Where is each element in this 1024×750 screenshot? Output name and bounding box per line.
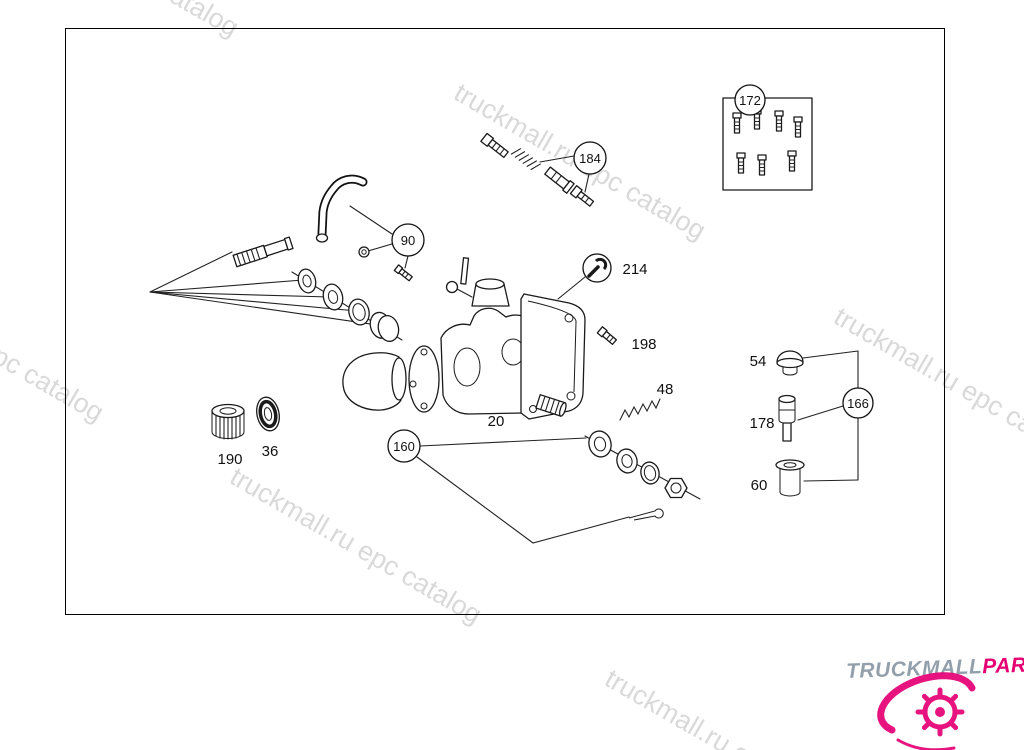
bushing-60 xyxy=(775,459,805,497)
fitting-bolt xyxy=(569,185,595,207)
part-label-36[interactable]: 36 xyxy=(262,443,279,460)
pump-assembly xyxy=(342,257,586,420)
watermark-text: truckmall.ru epc catalog xyxy=(600,663,862,750)
rubber-grommet-54 xyxy=(776,350,804,376)
part-label-48[interactable]: 48 xyxy=(657,381,674,398)
part-label-54[interactable]: 54 xyxy=(750,353,767,370)
washer xyxy=(322,283,344,311)
lock-nut-190 xyxy=(211,403,245,440)
callout-90-label[interactable]: 90 xyxy=(401,233,415,248)
watermark-text: truckmall.ru epc catalog xyxy=(225,461,487,630)
callout-172[interactable]: 172 xyxy=(734,84,766,116)
castle-nut xyxy=(664,477,688,499)
banjo-bolt xyxy=(480,132,509,159)
cotter-pin xyxy=(628,508,664,521)
washer xyxy=(297,268,317,294)
watermark-text: truckmall.ru epc catalog xyxy=(0,0,244,43)
seal-ring xyxy=(348,298,370,326)
valve-plunger-178 xyxy=(778,394,796,442)
part-label-20[interactable]: 20 xyxy=(488,413,505,430)
washer xyxy=(588,430,612,458)
bolt-kit-box xyxy=(722,97,813,191)
callout-166[interactable]: 166 xyxy=(842,387,874,419)
pipe-seal-ring xyxy=(358,246,370,258)
spring-coil xyxy=(510,148,541,171)
callout-184[interactable]: 184 xyxy=(573,141,607,175)
part-label-178[interactable]: 178 xyxy=(749,415,774,432)
diagram-border xyxy=(65,28,945,615)
callout-214-wrench[interactable] xyxy=(582,253,612,283)
grooved-washer-36 xyxy=(256,396,280,432)
wrench-icon xyxy=(587,257,608,278)
part-label-198[interactable]: 198 xyxy=(631,336,656,353)
callout-166-label[interactable]: 166 xyxy=(847,396,869,411)
part-label-60[interactable]: 60 xyxy=(751,477,768,494)
stud-bolt xyxy=(232,236,294,268)
fuel-pipe xyxy=(315,174,368,243)
watermark-text: truckmall.ru epc catalog xyxy=(0,259,109,428)
callout-184-label[interactable]: 184 xyxy=(579,151,601,166)
part-label-214[interactable]: 214 xyxy=(622,261,647,278)
callout-90[interactable]: 90 xyxy=(391,223,425,257)
callout-160[interactable]: 160 xyxy=(387,429,421,463)
seal-ring xyxy=(640,461,660,485)
union-fitting xyxy=(544,166,575,194)
callout-172-label[interactable]: 172 xyxy=(739,93,761,108)
washer xyxy=(616,448,638,474)
bolt-198 xyxy=(596,326,618,346)
gear-logo-icon xyxy=(877,672,976,750)
callout-160-label[interactable]: 160 xyxy=(393,439,415,454)
part-label-190[interactable]: 190 xyxy=(217,451,242,468)
small-screw xyxy=(393,264,413,282)
seal-cap xyxy=(369,311,400,342)
spring-48 xyxy=(619,398,661,421)
